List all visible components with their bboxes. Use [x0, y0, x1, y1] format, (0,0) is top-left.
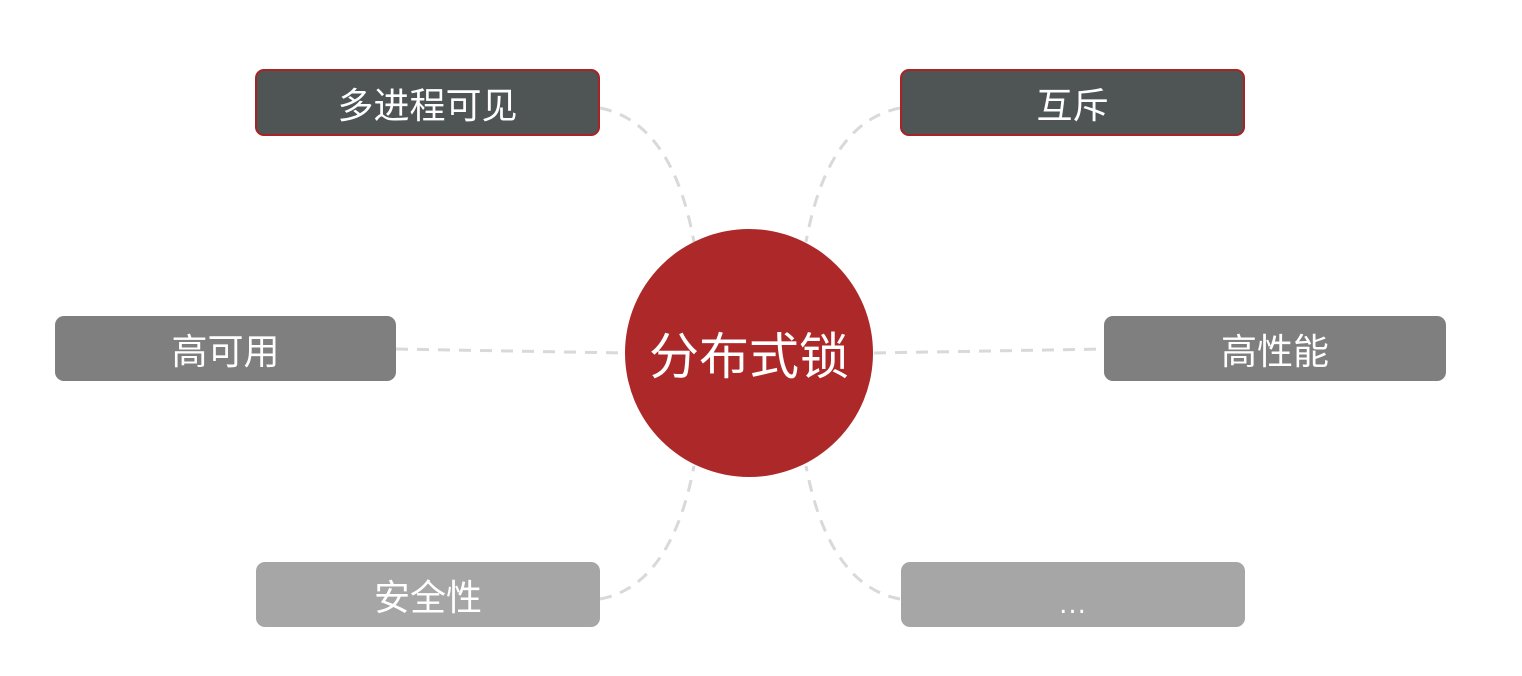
center-node[interactable]: 分布式锁 [625, 229, 873, 477]
branch-node-label: 多进程可见 [337, 85, 518, 127]
branch-node-high-performance[interactable]: 高性能 [1104, 316, 1446, 381]
branch-node-multi-process-visible[interactable]: 多进程可见 [255, 69, 600, 136]
connector-mid-right [873, 347, 1104, 355]
center-node-label: 分布式锁 [649, 328, 849, 386]
connector-top-left [599, 106, 696, 243]
ellipsis-icon: ... [1059, 589, 1087, 620]
connector-bottom-left [599, 465, 696, 601]
connector-top-right [804, 106, 901, 243]
branch-node-security[interactable]: 安全性 [256, 562, 600, 627]
branch-node-label: 安全性 [373, 577, 482, 619]
connector-bottom-right [804, 465, 901, 601]
connector-mid-left [395, 347, 625, 355]
branch-node-label: 互斥 [1036, 85, 1109, 127]
branch-node-more[interactable]: ... [901, 562, 1245, 627]
branch-node-label: 高性能 [1220, 331, 1329, 373]
branch-node-mutual-exclusion[interactable]: 互斥 [900, 69, 1245, 136]
branch-node-label: 高可用 [171, 331, 280, 373]
branch-node-high-availability[interactable]: 高可用 [55, 316, 396, 381]
